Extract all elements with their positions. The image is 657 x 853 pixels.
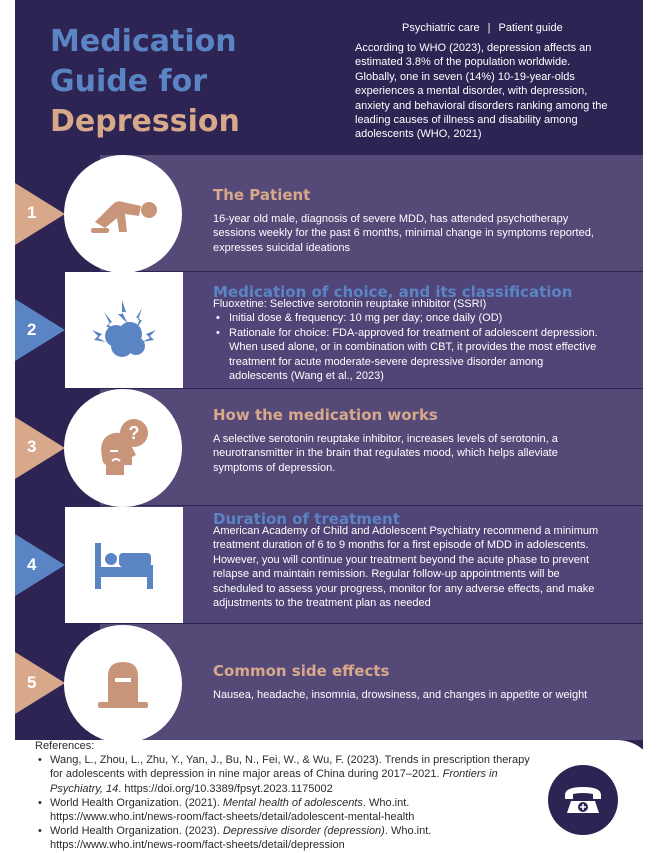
- section-4-title: Duration of treatment: [213, 510, 400, 528]
- section-1-band: [100, 155, 643, 271]
- reference-source: Frontiers in Psychiatry, 14: [50, 768, 498, 795]
- section-1-text: 16-year old male, diagnosis of severe MD…: [213, 213, 594, 254]
- references-list: Wang, L., Zhou, L., Zhu, Y., Yan, J., Bu…: [35, 753, 535, 852]
- section-2-icon-square: [65, 272, 183, 388]
- section-1-number: 1: [27, 203, 37, 222]
- section-5-band: [100, 624, 643, 740]
- section-3-text: A selective serotonin reuptake inhibitor…: [213, 433, 558, 474]
- bullet-dose: Initial dose & frequency: 10 mg per day;…: [213, 311, 603, 326]
- section-5-title: Common side effects: [213, 662, 390, 680]
- gravestone-icon: [98, 662, 148, 708]
- section-3-marker: [15, 417, 65, 479]
- bullet-rationale: Rationale for choice: FDA-approved for t…: [213, 326, 603, 384]
- section-5-icon-circle: [64, 625, 182, 743]
- section-4-number: 4: [27, 555, 37, 574]
- section-1-title: The Patient: [213, 186, 311, 204]
- brain-lightning-icon: [92, 300, 156, 357]
- reference-source: Depressive disorder (depression): [222, 825, 385, 838]
- section-2-subtitle: Fluoxetine: Selective serotonin reuptake…: [213, 298, 487, 310]
- svg-text:?: ?: [129, 423, 140, 443]
- section-5-text: Nausea, headache, insomnia, drowsiness, …: [213, 689, 588, 701]
- bed-icon: [95, 543, 153, 589]
- tagline: Psychiatric care | Patient guide: [402, 22, 563, 34]
- section-4-text: American Academy of Child and Adolescent…: [213, 525, 599, 610]
- title-line-2: Guide for: [50, 64, 207, 99]
- reference-text: World Health Organization. (2023).: [50, 825, 223, 838]
- section-4-icon-square: [65, 507, 183, 623]
- reference-link[interactable]: . Who.int. https://www.who.int/news-room…: [50, 825, 432, 852]
- section-3-title: How the medication works: [213, 406, 438, 424]
- references-heading: References:: [35, 740, 95, 752]
- section-1-marker: [15, 183, 65, 245]
- reference-text: World Health Organization. (2021).: [50, 796, 223, 809]
- reference-text: Wang, L., Zhou, L., Zhu, Y., Yan, J., Bu…: [50, 754, 530, 781]
- contact-button[interactable]: [548, 765, 618, 835]
- reference-item: World Health Organization. (2021). Menta…: [35, 796, 535, 824]
- section-3-band: [100, 389, 643, 505]
- section-3-icon-circle: ?: [64, 389, 182, 507]
- reference-source: Mental health of adolescents: [222, 796, 363, 809]
- title-line-3: Depression: [50, 104, 240, 139]
- title-line-1: Medication: [50, 24, 237, 59]
- reference-link[interactable]: . Who.int. https://www.who.int/news-room…: [50, 796, 415, 824]
- reference-item: Wang, L., Zhou, L., Zhu, Y., Yan, J., Bu…: [35, 753, 535, 796]
- kneeling-person-icon: [91, 201, 157, 233]
- references: References: Wang, L., Zhou, L., Zhu, Y.,…: [35, 739, 535, 853]
- reference-item: World Health Organization. (2023). Depre…: [35, 824, 535, 852]
- section-2-number: 2: [27, 320, 37, 339]
- reference-link[interactable]: . https://doi.org/10.3389/fpsyt.2023.117…: [118, 782, 333, 795]
- intro-text: According to WHO (2023), depression affe…: [355, 42, 608, 141]
- section-3-number: 3: [27, 437, 37, 456]
- section-2-bullets: Initial dose & frequency: 10 mg per day;…: [213, 311, 603, 383]
- section-2-marker: [15, 299, 65, 361]
- section-4-band: [100, 506, 643, 623]
- section-1-icon-circle: [64, 155, 182, 273]
- section-2-body: Fluoxetine: Selective serotonin reuptake…: [213, 297, 603, 383]
- tag-patient-guide: Patient guide: [498, 22, 563, 34]
- tag-psychiatric-care: Psychiatric care: [402, 22, 480, 34]
- tag-separator: |: [487, 22, 491, 34]
- section-5-number: 5: [27, 673, 37, 692]
- head-question-icon: ?: [101, 419, 148, 475]
- page-title: Medication Guide for Depression: [50, 22, 310, 142]
- section-2-title: Medication of choice, and its classifica…: [213, 283, 573, 301]
- telephone-icon: [565, 787, 601, 813]
- section-5-marker: [15, 652, 65, 714]
- section-4-marker: [15, 534, 65, 596]
